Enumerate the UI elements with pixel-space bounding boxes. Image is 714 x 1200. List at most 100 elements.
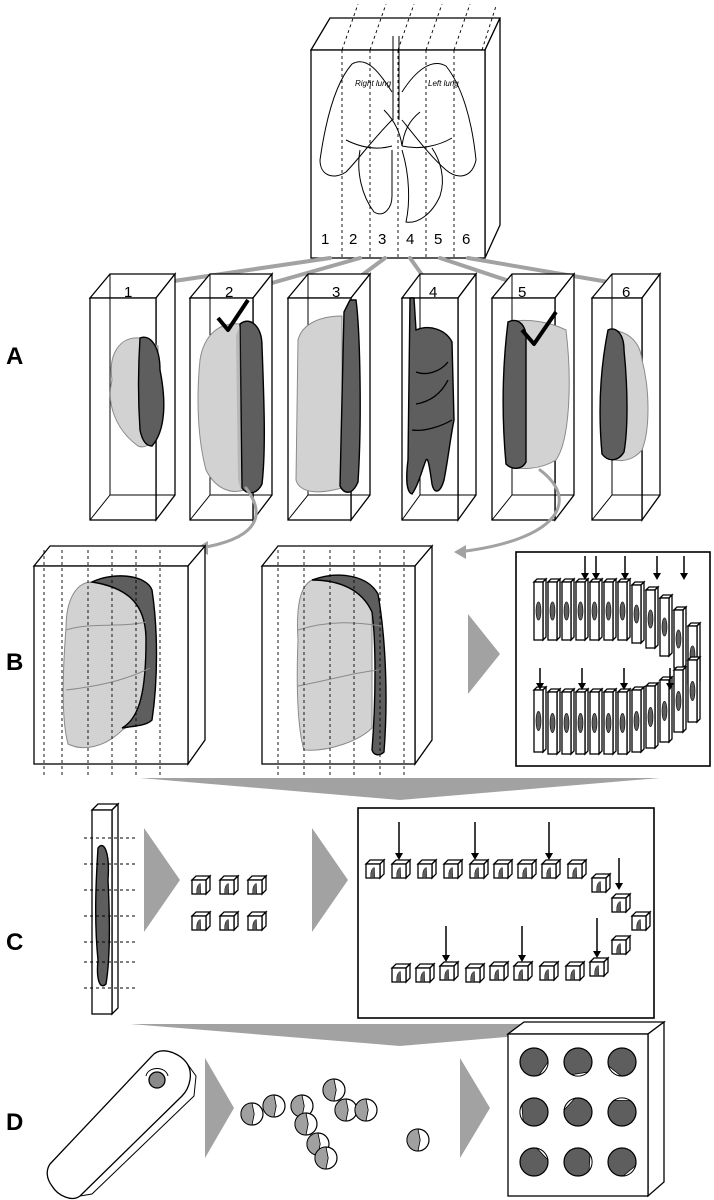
tissue-cube [610, 934, 632, 956]
slab-number-3: 3 [378, 231, 386, 248]
arrowhead [621, 573, 629, 580]
tissue-core [262, 1094, 286, 1118]
panel-label-b: B [6, 649, 23, 676]
tissue-cube [512, 960, 534, 982]
slab-label-3: 3 [332, 284, 340, 301]
slab-label-4: 4 [429, 284, 437, 301]
section-bar [574, 687, 590, 756]
arrowhead [666, 683, 674, 690]
section-bar [574, 577, 590, 642]
tma-core [563, 1047, 593, 1077]
section-bar [532, 685, 548, 754]
slab-label-1: 1 [124, 284, 132, 301]
tissue-cube [492, 858, 514, 880]
tissue-cube [246, 874, 268, 896]
tissue-cube [414, 962, 436, 984]
arrowhead [680, 573, 688, 580]
tissue-cube [588, 956, 610, 978]
tma-core [519, 1097, 549, 1127]
row-c-cube-sampling-box [357, 807, 655, 1019]
arrowhead [536, 683, 544, 690]
arrowhead [592, 573, 600, 580]
left-lung-label: Left lung [428, 79, 459, 88]
section-bar [644, 681, 660, 750]
tissue-cube [246, 910, 268, 932]
tma-core [607, 1047, 637, 1077]
slab-number-1: 1 [321, 231, 329, 248]
section-bar [644, 585, 660, 650]
tissue-cube [610, 892, 632, 914]
arrowhead [545, 853, 553, 860]
slab-3: 3 [286, 272, 372, 522]
tissue-cube [438, 960, 460, 982]
row-d-punch-core [148, 1071, 166, 1089]
row-b-bar-sampling-box [515, 551, 711, 767]
tissue-cube [488, 960, 510, 982]
section-bar [658, 593, 674, 658]
row-d-tma-block [506, 1020, 666, 1198]
arrowhead [593, 951, 601, 958]
row-d-tissue-bar [46, 1050, 197, 1200]
arrowhead [615, 883, 623, 890]
tissue-cube [590, 872, 612, 894]
row-c-arrow-2 [312, 828, 348, 932]
section-bar [658, 675, 674, 744]
section-bar [602, 577, 618, 642]
tma-core [519, 1047, 549, 1077]
section-bar [588, 687, 604, 756]
row-b-slab-5-sectioned [260, 544, 434, 776]
section-bar [546, 687, 562, 756]
tma-core [519, 1147, 549, 1177]
section-bar [630, 580, 646, 645]
section-bar [560, 577, 576, 642]
section-bar [630, 685, 646, 754]
tissue-core [314, 1146, 338, 1170]
slab-1: 1 [88, 272, 177, 522]
section-bar [532, 577, 548, 642]
tissue-cube [218, 910, 240, 932]
tissue-cube [540, 858, 562, 880]
tissue-cube [630, 910, 652, 932]
tissue-core [354, 1098, 378, 1122]
arrowhead [518, 955, 526, 962]
arrowhead [653, 573, 661, 580]
tissue-cube [442, 858, 464, 880]
section-bar [672, 605, 688, 670]
slab-number-4: 4 [406, 231, 414, 248]
row-c-cube-group [190, 874, 268, 932]
slab-label-2: 2 [225, 284, 233, 301]
lung-block: Right lung Left lung 1 2 3 4 5 6 [309, 3, 502, 259]
panel-label-c: C [6, 929, 23, 956]
converge-arrow-b-c [140, 778, 660, 800]
row-d-arrow-2 [460, 1058, 490, 1158]
panel-label-a: A [6, 343, 23, 370]
slab-number-5: 5 [434, 231, 442, 248]
panel-label-d: D [6, 1109, 23, 1136]
tma-core [607, 1147, 637, 1177]
tissue-cube [416, 858, 438, 880]
tissue-core [240, 1102, 264, 1126]
section-bar [616, 577, 632, 642]
row-c-arrow-1 [144, 828, 180, 932]
tissue-cube [218, 874, 240, 896]
right-lung-label: Right lung [355, 79, 392, 88]
arrowhead [395, 853, 403, 860]
arrowhead [581, 573, 589, 580]
row-b-slab-2-sectioned [32, 544, 207, 776]
tissue-cube [538, 960, 560, 982]
tma-core [563, 1147, 593, 1177]
tissue-cube [364, 858, 386, 880]
arrowhead [442, 955, 450, 962]
slab-number-2: 2 [349, 231, 357, 248]
section-bar [546, 577, 562, 642]
slab-6: 6 [590, 272, 662, 523]
section-bar [616, 687, 632, 756]
section-bar [602, 687, 618, 756]
row-b-process-arrow [468, 614, 500, 694]
arrowhead [471, 853, 479, 860]
tissue-cube [190, 874, 212, 896]
tma-core [563, 1097, 593, 1127]
tissue-cube [390, 858, 412, 880]
slab-number-6: 6 [462, 231, 470, 248]
